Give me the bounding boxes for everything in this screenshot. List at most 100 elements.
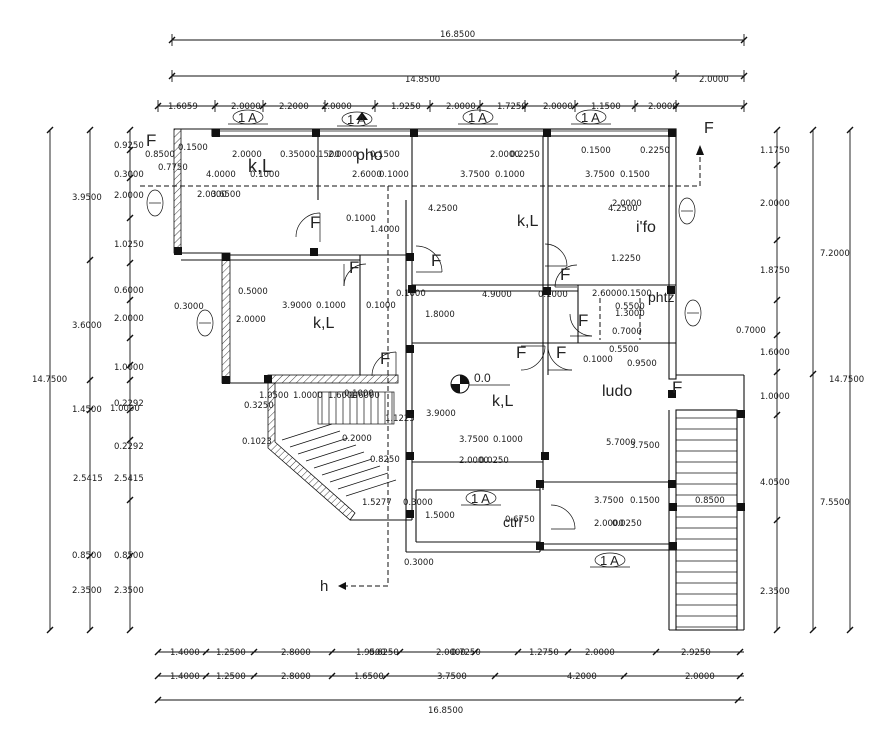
section-h-label: h: [320, 578, 328, 595]
right-inner-dim-4: 1.6000: [760, 348, 790, 358]
level-value: 0.0: [474, 371, 491, 385]
top-dim-4: 1.9250: [391, 102, 421, 112]
interior-dim-47: 1.0000: [293, 391, 323, 401]
left-inner-dim-2: 2.0000: [114, 191, 144, 201]
door-tag-label: F: [516, 343, 526, 362]
column: [406, 452, 414, 460]
bottom-row-1-extra-1: 0.7250: [451, 648, 481, 658]
bottom-row-1-dim-4: 2.0000: [436, 648, 466, 658]
stair-step: [281, 423, 333, 441]
interior-dim-72: 1.1225: [385, 414, 415, 424]
interior-dim-40: 0.7000: [612, 327, 642, 337]
bottom-row-2-dim-4: 3.7500: [437, 672, 467, 682]
bottom-row-2-dim-5: 4.2000: [567, 672, 597, 682]
interior-dim-18: 3.7500: [585, 170, 615, 180]
interior-dim-16: 3.7500: [460, 170, 490, 180]
column: [312, 129, 320, 137]
door-tag-label: F: [431, 251, 441, 270]
stair-step: [313, 451, 365, 469]
top-dim-2: 2.2000: [279, 102, 309, 112]
interior-dim-41: 0.5500: [609, 345, 639, 355]
bottom-row-2-dim-3: 1.6500: [354, 672, 384, 682]
door-swings: [295, 212, 593, 530]
interior-dim-63: 0.3000: [403, 498, 433, 508]
room-label-ctrl: ctrl: [503, 514, 522, 530]
interior-dim-65: 0.6750: [505, 515, 535, 525]
left-inner-dim-8: 1.0000: [110, 404, 140, 414]
stair-step: [321, 458, 373, 476]
left-inner-dim-11: 0.8500: [114, 551, 144, 561]
interior-dim-56: 2.0000: [459, 456, 489, 466]
interior-dim-22: 0.1000: [346, 214, 376, 224]
interior-dim-46: 1.0500: [259, 391, 289, 401]
stair-step: [329, 465, 381, 483]
column: [536, 480, 544, 488]
column: [410, 129, 418, 137]
bottom-row-1-dim-6: 2.0000: [585, 648, 615, 658]
stair-step: [305, 444, 357, 462]
interior-dim-19: 0.1500: [620, 170, 650, 180]
interior-dim-26: 2.0000: [612, 199, 642, 209]
left-inner-dim-9: 0.2292: [114, 442, 144, 452]
room-label-kl-1: k,L: [248, 156, 272, 176]
window-tag-label: 1 A: [238, 110, 257, 125]
stair-step: [297, 437, 349, 455]
interior-dim-55: 0.1000: [493, 435, 523, 445]
top-dim-8: 1.1500: [591, 102, 621, 112]
left-inner-dim-7: 0.2292: [114, 399, 144, 409]
interior-dim-54: 3.7500: [459, 435, 489, 445]
top-dim-0: 1.6059: [168, 102, 198, 112]
left-mid-dim-0: 2.5415: [73, 474, 103, 484]
column: [543, 287, 551, 295]
interior-dim-7: 0.1500: [370, 150, 400, 160]
interior-dim-37: 0.1500: [622, 289, 652, 299]
interior-dim-69: 0.1023: [242, 437, 272, 447]
interior-dim-21: 3.6500: [211, 190, 241, 200]
interior-dim-61: 0.8500: [695, 496, 725, 506]
top-dim-5: 2.0000: [446, 102, 476, 112]
right-dimension-outer: 7.2000 7.5500: [809, 126, 850, 634]
interior-dim-44: 2.0000: [236, 315, 266, 325]
interior-dim-27: 1.2250: [611, 254, 641, 264]
bottom-dimension-overall: 16.8500: [154, 696, 744, 716]
interior-dim-45: 1.8000: [425, 310, 455, 320]
top-dim-3: 1.0000: [322, 102, 352, 112]
structural-columns: [174, 129, 745, 550]
column: [264, 375, 272, 383]
interior-dim-15: 0.1000: [379, 170, 409, 180]
door-tag-label: F: [349, 258, 359, 277]
interior-dim-50: 0.2000: [342, 434, 372, 444]
column: [222, 253, 230, 261]
interior-dim-60: 0.1500: [630, 496, 660, 506]
column: [406, 410, 414, 418]
interior-dim-64: 1.5000: [425, 511, 455, 521]
column: [543, 129, 551, 137]
section-markers: F h: [320, 112, 714, 595]
interior-dim-68: 0.3000: [404, 558, 434, 568]
interior-dim-59: 3.7500: [594, 496, 624, 506]
level-marker: 0.0: [450, 371, 510, 394]
top-dim-9: 2.0000: [648, 102, 678, 112]
interior-dim-43: 0.9500: [627, 359, 657, 369]
bottom-row-2-dim-0: 1.4000: [170, 672, 200, 682]
interior-dim-10: 0.1500: [581, 146, 611, 156]
interior-dim-17: 0.1000: [495, 170, 525, 180]
right-dimension-overall: 14.7500: [829, 126, 864, 634]
room-label-pho: pho: [356, 147, 383, 164]
interior-dim-71: 1.6000: [350, 391, 380, 401]
room-labels: k,L k,L k,L k,L pho i'fo ludo phtz ctrl: [248, 147, 674, 530]
column: [310, 248, 318, 256]
interior-dim-0: 0.8500: [145, 150, 175, 160]
interior-dim-38: 0.5500: [615, 302, 645, 312]
column: [541, 452, 549, 460]
left-dimension-overall: 14.7500: [32, 126, 67, 634]
top-dim-7: 2.0000: [543, 102, 573, 112]
left-overall-label: 14.7500: [32, 375, 67, 385]
bottom-row-1-dim-0: 1.4000: [170, 648, 200, 658]
top-dim-1: 2.0000: [231, 102, 261, 112]
left-inner-dim-5: 2.0000: [114, 314, 144, 324]
interior-dim-2: 0.1500: [178, 143, 208, 153]
